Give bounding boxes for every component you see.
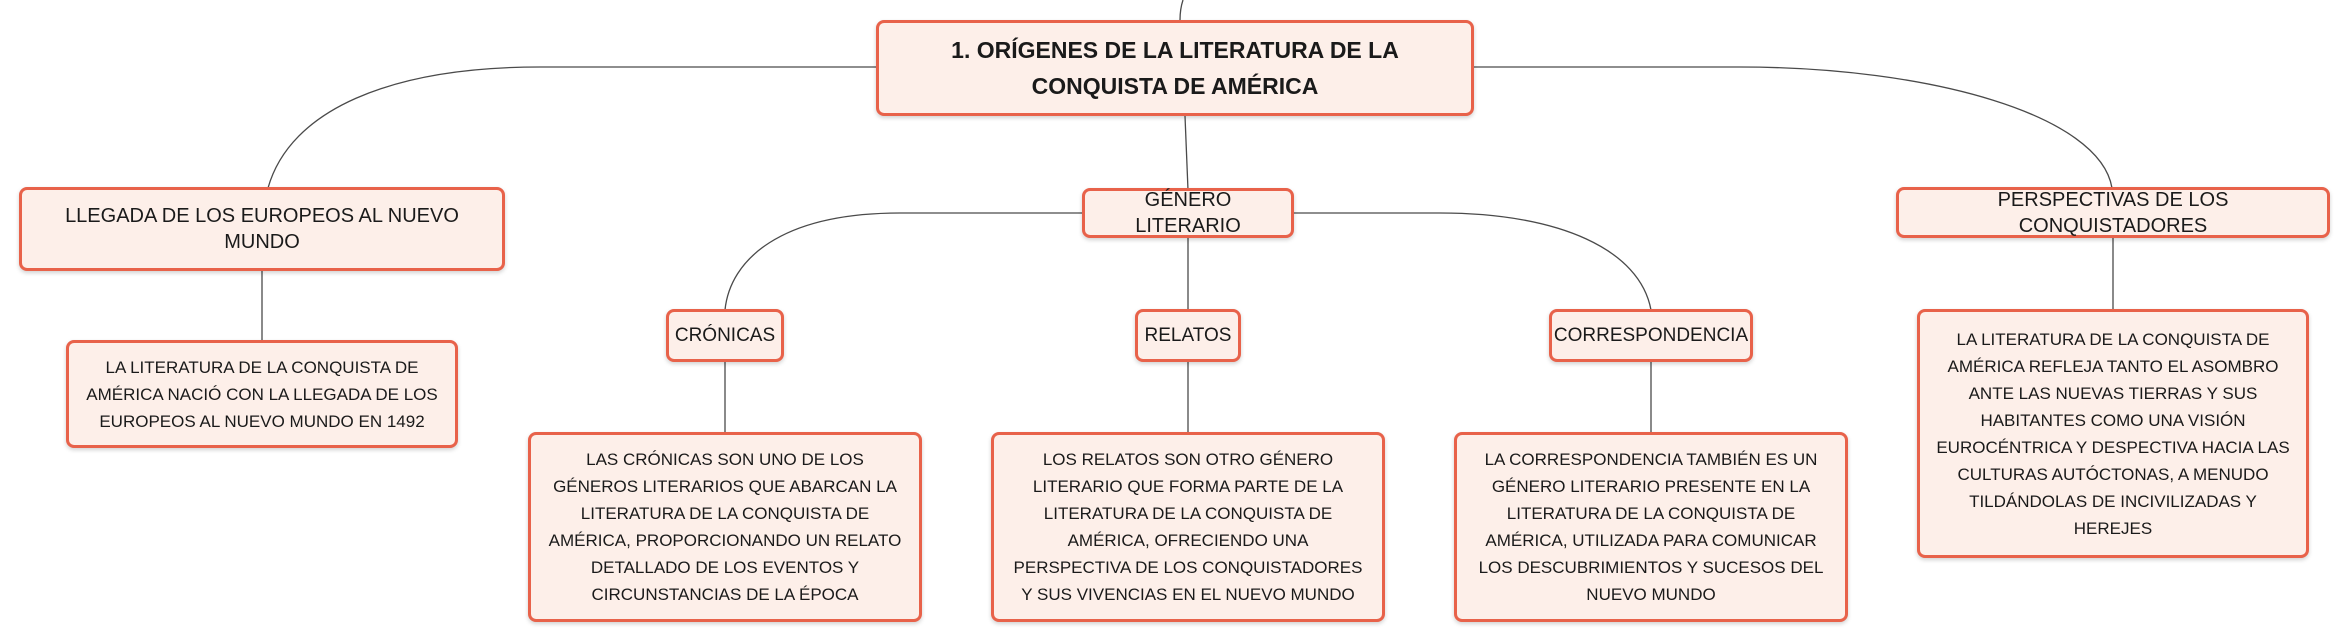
branch-perspectivas-label: PERSPECTIVAS DE LOS CONQUISTADORES [1997, 188, 2229, 237]
genero-cronicas-node[interactable]: CRÓNICAS [666, 309, 784, 362]
connector-root-top [1179, 0, 1184, 21]
genero-relatos-node[interactable]: RELATOS [1135, 309, 1241, 362]
branch-genero-node[interactable]: GÉNERO LITERARIO [1082, 188, 1294, 238]
connector-root-genero [1184, 115, 1189, 191]
cronicas-detail-text: LAS CRÓNICAS SON UNO DE LOS GÉNEROS LITE… [548, 450, 902, 604]
genero-correspondencia-label: CORRESPONDENCIA [1553, 324, 1749, 346]
correspondencia-detail-node[interactable]: LA CORRESPONDENCIA TAMBIÉN ES UN GÉNERO … [1454, 432, 1848, 622]
branch-perspectivas-node[interactable]: PERSPECTIVAS DE LOS CONQUISTADORES [1896, 187, 2330, 238]
genero-relatos-label: RELATOS [1144, 324, 1232, 346]
connector-root-perspectivas [1474, 66, 2113, 189]
llegada-detail-text: LA LITERATURA DE LA CONQUISTA DE AMÉRICA… [86, 357, 438, 431]
connector-root-llegada [267, 66, 876, 189]
perspectivas-detail-text: LA LITERATURA DE LA CONQUISTA DE AMÉRICA… [1936, 329, 2290, 538]
relatos-detail-node[interactable]: LOS RELATOS SON OTRO GÉNERO LITERARIO QU… [991, 432, 1385, 622]
connector-genero-correspondencia [1294, 212, 1652, 311]
llegada-detail-node[interactable]: LA LITERATURA DE LA CONQUISTA DE AMÉRICA… [66, 340, 458, 448]
perspectivas-detail-node[interactable]: LA LITERATURA DE LA CONQUISTA DE AMÉRICA… [1917, 309, 2309, 558]
cronicas-detail-node[interactable]: LAS CRÓNICAS SON UNO DE LOS GÉNEROS LITE… [528, 432, 922, 622]
root-node[interactable]: 1. ORÍGENES DE LA LITERATURA DE LA CONQU… [876, 20, 1474, 116]
connector-genero-cronicas [724, 212, 1082, 311]
branch-llegada-label: LLEGADA DE LOS EUROPEOS AL NUEVO MUNDO [65, 205, 459, 253]
root-title: 1. ORÍGENES DE LA LITERATURA DE LA CONQU… [951, 37, 1399, 99]
relatos-detail-text: LOS RELATOS SON OTRO GÉNERO LITERARIO QU… [1013, 450, 1363, 604]
correspondencia-detail-text: LA CORRESPONDENCIA TAMBIÉN ES UN GÉNERO … [1478, 450, 1824, 604]
branch-genero-label: GÉNERO LITERARIO [1135, 189, 1241, 237]
genero-correspondencia-node[interactable]: CORRESPONDENCIA [1549, 309, 1753, 362]
genero-cronicas-label: CRÓNICAS [674, 324, 776, 346]
branch-llegada-node[interactable]: LLEGADA DE LOS EUROPEOS AL NUEVO MUNDO [19, 187, 505, 271]
